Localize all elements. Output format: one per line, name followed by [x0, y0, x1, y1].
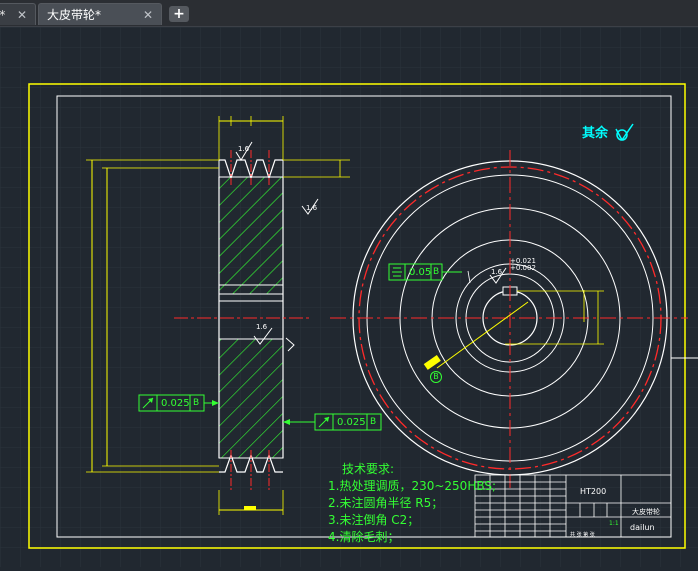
datum-b-marker: B	[430, 371, 442, 383]
close-icon[interactable]: ✕	[142, 8, 153, 22]
tab-pulley-drawing[interactable]: 大皮带轮* ✕	[38, 3, 162, 25]
runout-right-frame	[314, 413, 382, 431]
runout-left-frame	[138, 394, 205, 412]
drawing-canvas[interactable]: HT200 大皮带轮 dailun 1:1 共 张 第 张 0.025 B 0.…	[0, 27, 698, 567]
roughness-2: 1.6	[306, 204, 318, 212]
new-tab-button[interactable]: +	[169, 6, 189, 22]
technical-requirements: 技术要求: 1.热处理调质，230~250HBS; 2.未注圆角半径 R5； 3…	[328, 461, 496, 546]
tab-previous-drawing[interactable]: -* ✕	[0, 3, 36, 25]
tech-item-3: 3.未注倒角 C2；	[328, 513, 420, 527]
fit-lower: +0.002	[510, 264, 536, 272]
author-label: dailun	[630, 523, 655, 532]
roughness-icon	[614, 123, 634, 141]
symmetry-frame	[388, 263, 462, 281]
outer-frame	[28, 83, 686, 549]
runout-right-datum: B	[370, 417, 377, 427]
section-view	[86, 116, 350, 515]
tab-label: 大皮带轮*	[47, 8, 102, 22]
front-view	[330, 150, 688, 488]
fit-tolerance: +0.021 +0.002	[510, 258, 536, 272]
document-tab-bar: -* ✕ 大皮带轮* ✕ +	[0, 0, 698, 27]
tech-item-1: 1.热处理调质，230~250HBS;	[328, 479, 497, 493]
runout-right-value: 0.025	[337, 417, 366, 428]
close-icon[interactable]: ✕	[16, 8, 27, 22]
roughness-3: 1.6	[256, 323, 268, 331]
surface-finish-note: 其余	[582, 122, 635, 145]
roughness-1: 1.6	[238, 145, 250, 153]
runout-left-value: 0.025	[161, 398, 190, 409]
symmetry-value: 0.05	[409, 267, 432, 278]
tech-item-2: 2.未注圆角半径 R5；	[328, 496, 444, 510]
part-name-label: 大皮带轮	[632, 508, 660, 516]
title-block	[474, 474, 672, 538]
material-label: HT200	[580, 487, 607, 496]
tech-item-4: 4.清除毛刺；	[328, 530, 400, 544]
runout-left-datum: B	[193, 398, 200, 408]
scale-label: 1:1	[609, 520, 619, 527]
symmetry-datum: B	[433, 267, 440, 277]
tab-label: -*	[0, 8, 5, 22]
fit-upper: +0.021	[510, 257, 536, 265]
tech-title: 技术要求:	[342, 462, 395, 476]
roughness-4: 1.6	[491, 268, 503, 276]
inner-frame	[56, 95, 672, 538]
drawing-grid	[0, 27, 698, 567]
rest-label: 其余	[582, 126, 609, 141]
sheet-label: 共 张 第 张	[570, 532, 595, 538]
